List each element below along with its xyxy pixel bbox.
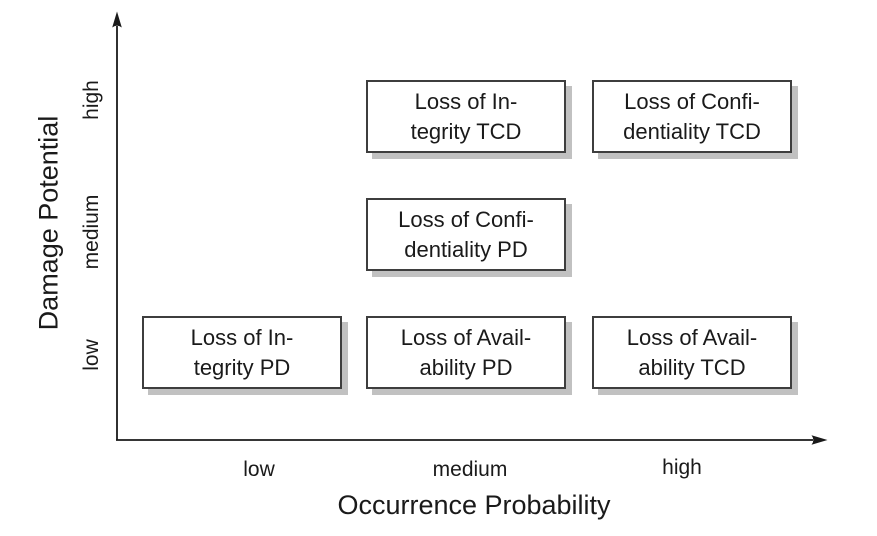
box-text-line: Loss of Avail- <box>626 324 758 350</box>
box-loss-of-integrity-pd: Loss of In- tegrity PD <box>142 316 342 389</box>
box-text-line: ability PD <box>419 354 513 380</box>
y-axis-arrowhead-icon <box>112 11 122 28</box>
x-tick-medium: medium <box>432 458 508 481</box>
box-loss-of-availability-pd: Loss of Avail- ability PD <box>366 316 566 389</box>
y-tick-medium: medium <box>80 194 103 270</box>
box-text-line: Loss of In- <box>414 88 518 114</box>
box-loss-of-integrity-tcd: Loss of In- tegrity TCD <box>366 80 566 153</box>
x-axis-arrowhead-icon <box>811 435 828 445</box>
y-axis-title: Damage Potential <box>33 115 64 331</box>
box-text-line: tegrity TCD <box>410 118 522 144</box>
box-text-line: Loss of Avail- <box>400 324 532 350</box>
box-text-line: dentiality TCD <box>623 118 761 144</box>
box-text-line: tegrity PD <box>193 354 291 380</box>
box-text-line: Loss of Confi- <box>624 88 760 114</box>
y-tick-high: high <box>80 80 103 120</box>
box-text-line: dentiality PD <box>404 236 528 262</box>
box-loss-of-availability-tcd: Loss of Avail- ability TCD <box>592 316 792 389</box>
x-axis-title: Occurrence Probability <box>337 490 611 520</box>
box-loss-of-confidentiality-pd: Loss of Confi- dentiality PD <box>366 198 566 271</box>
box-text-line: ability TCD <box>638 354 746 380</box>
box-text-line: Loss of In- <box>190 324 294 350</box>
y-tick-low: low <box>80 339 103 371</box>
box-text-line: Loss of Confi- <box>398 206 534 232</box>
x-tick-low: low <box>243 458 275 481</box>
box-loss-of-confidentiality-tcd: Loss of Confi- dentiality TCD <box>592 80 792 153</box>
x-tick-high: high <box>662 456 702 479</box>
